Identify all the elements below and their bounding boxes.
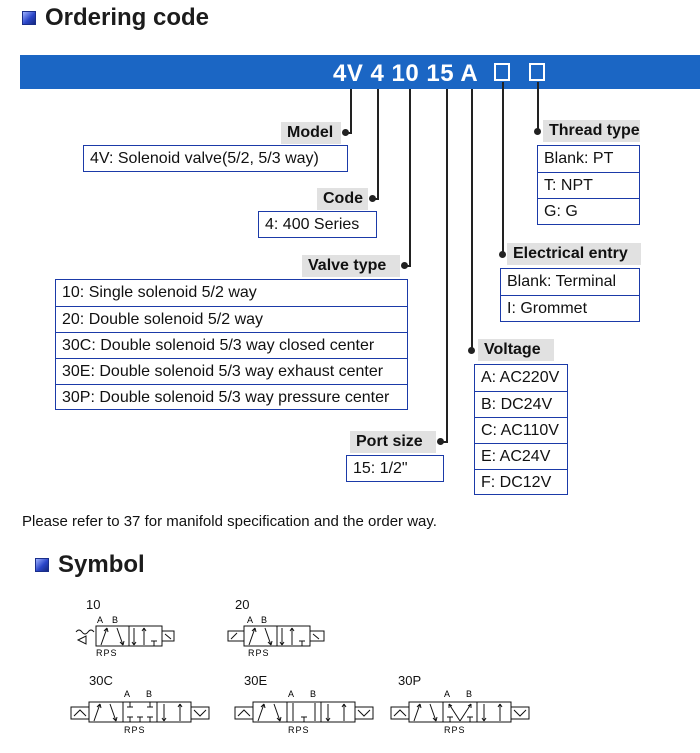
thread-type-row: Blank: PT xyxy=(544,150,614,167)
thread-type-label: Thread type xyxy=(543,120,640,142)
port-rps-label: RPS xyxy=(124,725,146,735)
code-box: 4: 400 Series xyxy=(258,211,377,238)
voltage-row: B: DC24V xyxy=(475,391,567,417)
valve-symbol-30e: A B RPS xyxy=(234,689,374,735)
voltage-connector-dot xyxy=(468,347,475,354)
port-rps-label: RPS xyxy=(248,648,270,658)
valve-symbol-30p: A B RPS xyxy=(390,689,530,735)
thread-connector-dot xyxy=(534,128,541,135)
electrical-entry-row: I: Grommet xyxy=(501,295,639,321)
port-b-label: B xyxy=(310,689,316,699)
model-box: 4V: Solenoid valve(5/2, 5/3 way) xyxy=(83,145,348,172)
valve-type-row: 30P: Double solenoid 5/3 way pressure ce… xyxy=(56,384,407,410)
thread-type-row: T: NPT xyxy=(538,172,639,198)
port-rps-label: RPS xyxy=(444,725,466,735)
port-size-label: Port size xyxy=(350,431,436,453)
valve-symbol-20: A B RPS xyxy=(227,615,325,658)
port-a-label: A xyxy=(288,689,294,699)
ordering-code-bar xyxy=(20,55,700,89)
symbol-label-10: 10 xyxy=(86,597,101,612)
valve-symbol-10: A B RPS xyxy=(75,615,175,658)
electrical-entry-box: Blank: Terminal I: Grommet xyxy=(500,268,640,322)
port-size-row: 15: 1/2" xyxy=(353,460,408,477)
model-label: Model xyxy=(281,122,341,144)
port-a-label: A xyxy=(124,689,130,699)
valve-symbol-30c: A B RPS xyxy=(70,689,210,735)
valve-type-box: 10: Single solenoid 5/2 way 20: Double s… xyxy=(55,279,408,410)
code-connector-dot xyxy=(369,195,376,202)
electrical-entry-placeholder-box xyxy=(494,63,510,81)
port-b-label: B xyxy=(112,615,118,625)
valve-type-row: 20: Double solenoid 5/2 way xyxy=(56,306,407,332)
port-b-label: B xyxy=(146,689,152,699)
code-connector xyxy=(377,89,379,199)
valve-type-row: 10: Single solenoid 5/2 way xyxy=(62,284,257,301)
code-label: Code xyxy=(317,188,368,210)
electrical-connector-dot xyxy=(499,251,506,258)
symbol-title: Symbol xyxy=(58,551,145,578)
port-b-label: B xyxy=(261,615,267,625)
model-row: 4V: Solenoid valve(5/2, 5/3 way) xyxy=(90,150,319,167)
port-size-connector-dot xyxy=(437,438,444,445)
thread-type-placeholder-box xyxy=(529,63,545,81)
port-b-label: B xyxy=(466,689,472,699)
manifold-note: Please refer to 37 for manifold specific… xyxy=(22,513,437,530)
ordering-code: 4V 4 10 15 A xyxy=(333,60,479,87)
valve-type-connector-dot xyxy=(401,262,408,269)
voltage-row: A: AC220V xyxy=(481,369,560,386)
thread-type-row: G: G xyxy=(538,198,639,224)
ordering-title: Ordering code xyxy=(45,4,210,31)
valve-type-label: Valve type xyxy=(302,255,400,277)
voltage-row: F: DC12V xyxy=(475,469,567,495)
section-bullet-icon xyxy=(35,558,49,572)
thread-type-box: Blank: PT T: NPT G: G xyxy=(537,145,640,225)
port-a-label: A xyxy=(97,615,103,625)
electrical-entry-label: Electrical entry xyxy=(507,243,641,265)
voltage-label: Voltage xyxy=(478,339,554,361)
symbol-label-20: 20 xyxy=(235,597,250,612)
symbol-label-30p: 30P xyxy=(398,673,422,688)
voltage-row: C: AC110V xyxy=(475,417,567,443)
voltage-box: A: AC220V B: DC24V C: AC110V E: AC24V F:… xyxy=(474,364,568,495)
electrical-entry-row: Blank: Terminal xyxy=(507,273,617,290)
model-connector-dot xyxy=(342,129,349,136)
port-a-label: A xyxy=(247,615,253,625)
port-rps-label: RPS xyxy=(96,648,118,658)
valve-type-row: 30E: Double solenoid 5/3 way exhaust cen… xyxy=(56,358,407,384)
model-connector xyxy=(350,89,352,133)
port-size-connector xyxy=(446,89,448,442)
symbol-label-30e: 30E xyxy=(244,673,268,688)
thread-connector xyxy=(537,82,539,132)
valve-type-connector xyxy=(409,89,411,266)
valve-type-row: 30C: Double solenoid 5/3 way closed cent… xyxy=(56,332,407,358)
voltage-connector xyxy=(471,89,473,351)
port-rps-label: RPS xyxy=(288,725,310,735)
section-bullet-icon xyxy=(22,11,36,25)
voltage-row: E: AC24V xyxy=(475,443,567,469)
code-row: 4: 400 Series xyxy=(265,216,360,233)
symbol-label-30c: 30C xyxy=(89,673,113,688)
electrical-connector xyxy=(502,82,504,255)
port-a-label: A xyxy=(444,689,450,699)
port-size-box: 15: 1/2" xyxy=(346,455,444,482)
